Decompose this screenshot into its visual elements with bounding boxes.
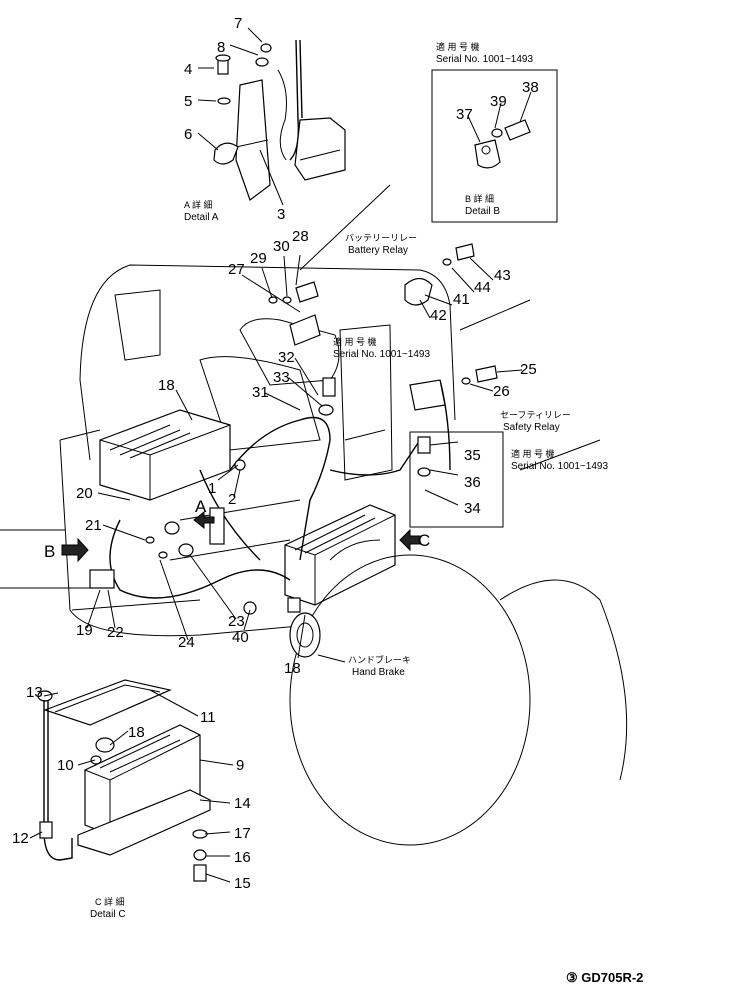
part-29: 28: [292, 228, 309, 245]
battery-relay-jp: バッテリーリレー: [345, 233, 417, 243]
part-39: 38: [522, 79, 539, 96]
part-32: 31: [252, 384, 269, 401]
part-23: 22: [107, 624, 124, 641]
part-25: 24: [178, 634, 195, 651]
part-45: 44: [474, 279, 491, 296]
part-21: 20: [76, 485, 93, 502]
part-number-labels: 7 8 4 5 6 3 39 38 37 28 29 30 27 43 44 4…: [12, 15, 539, 892]
part-16: 16: [234, 849, 251, 866]
drawing-code: ③ GD705R-2: [566, 970, 643, 985]
part-4: 4: [184, 61, 192, 78]
detail-c-drawing: [37, 679, 211, 882]
view-c-letter: C: [418, 531, 430, 550]
detail-labels: A 詳 細 Detail A B 詳 細 Detail B C 詳 細 Deta…: [90, 41, 643, 985]
serial-jp-mid: 適 用 号 機: [333, 336, 377, 347]
part-42: 41: [453, 291, 470, 308]
part-7: 7: [234, 15, 242, 32]
serial-jp-top: 適 用 号 機: [436, 41, 480, 52]
safety-relay-jp: セーフティリレー: [500, 410, 571, 420]
main-assembly: [0, 184, 628, 846]
part-43: 42: [430, 307, 447, 324]
part-20: 19: [76, 622, 93, 639]
part-33: 32: [278, 349, 295, 366]
part-30: 29: [250, 250, 267, 267]
detail-b-en: Detail B: [465, 206, 500, 217]
part-28: 27: [228, 261, 245, 278]
hand-brake-en: Hand Brake: [352, 667, 405, 678]
part-24: 23: [228, 613, 245, 630]
serial-en-mid: Serial No. 1001~1493: [333, 349, 430, 360]
part-27: 26: [493, 383, 510, 400]
part-17: 17: [234, 825, 251, 842]
part-5: 5: [184, 93, 192, 110]
serial-en-top: Serial No. 1001~1493: [436, 54, 533, 65]
part-26: 25: [520, 361, 537, 378]
battery-relay-en: Battery Relay: [348, 245, 408, 256]
part-19: 18: [284, 660, 301, 677]
part-14: 14: [234, 795, 251, 812]
part-37: 36: [464, 474, 481, 491]
part-36: 35: [464, 447, 481, 464]
part-22: 21: [85, 517, 102, 534]
leader-lines: [29, 27, 532, 883]
part-41: 40: [232, 629, 249, 646]
safety-relay-en: Safety Relay: [503, 422, 560, 433]
part-9: 9: [236, 757, 244, 774]
part-15: 15: [234, 875, 251, 892]
part-34: 33: [273, 369, 290, 386]
part-44: 43: [494, 267, 511, 284]
serial-en-low: Serial No. 1001~1493: [511, 461, 608, 472]
detail-a-drawing: [213, 39, 346, 201]
part-40: 39: [490, 93, 507, 110]
part-2: 2: [228, 491, 236, 508]
view-b-letter: B: [44, 542, 55, 561]
view-arrows: [61, 510, 421, 563]
hand-brake-jp: ハンドブレーキ: [348, 654, 411, 665]
part-38: 37: [456, 106, 473, 123]
detail-b-jp: B 詳 細: [465, 193, 494, 204]
part-31: 30: [273, 238, 290, 255]
part-1: 1: [208, 480, 216, 497]
part-11: 11: [200, 709, 216, 726]
detail-b-frame: [431, 69, 558, 223]
part-10: 10: [57, 757, 74, 774]
part-35: 34: [464, 500, 481, 517]
part-18-detail: 18: [128, 724, 145, 741]
part-12: 12: [12, 830, 29, 847]
view-a-letter: A: [195, 497, 207, 516]
part-13: 13: [26, 684, 43, 701]
detail-a-jp: A 詳 細: [184, 199, 213, 210]
part-18-main: 18: [158, 377, 175, 394]
part-3: 3: [277, 206, 285, 223]
serial-jp-low: 適 用 号 機: [511, 448, 555, 459]
detail-c-en: Detail C: [90, 909, 126, 920]
part-6: 6: [184, 126, 192, 143]
detail-a-en: Detail A: [184, 212, 219, 223]
detail-c-jp: C 詳 細: [95, 896, 125, 907]
detail-b-drawing: [474, 119, 531, 169]
part-8: 8: [217, 39, 225, 56]
